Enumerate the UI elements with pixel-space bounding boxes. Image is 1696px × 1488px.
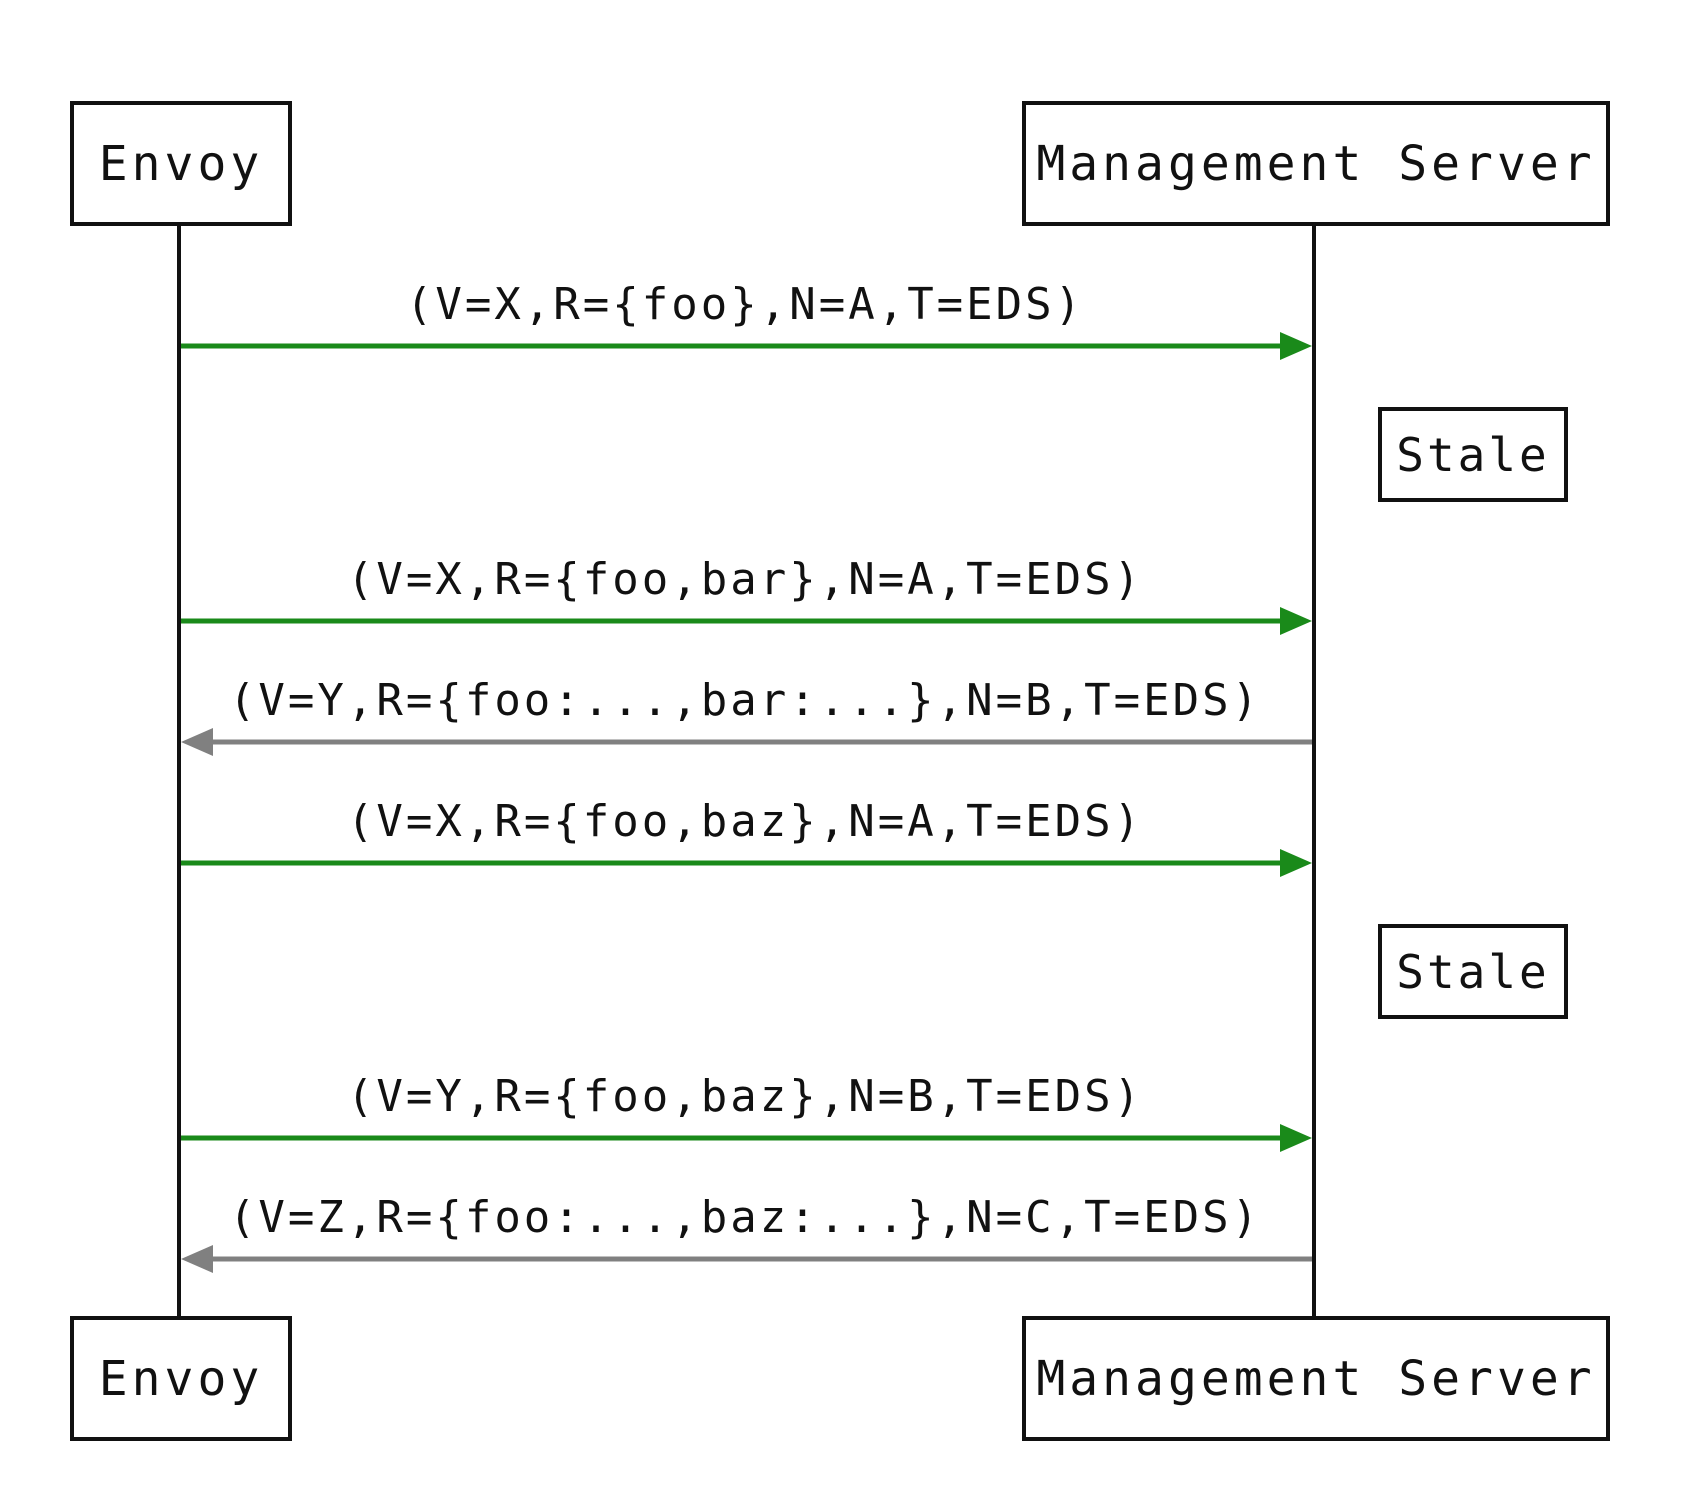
server-box-bottom: Management Server bbox=[1022, 1316, 1610, 1441]
message-arrows bbox=[181, 332, 1312, 1273]
arrowhead bbox=[181, 1245, 213, 1273]
message-label: (V=X,R={foo,bar},N=A,T=EDS) bbox=[346, 554, 1144, 605]
arrowhead bbox=[1280, 849, 1312, 877]
message-label: (V=X,R={foo,baz},N=A,T=EDS) bbox=[346, 796, 1144, 847]
arrowhead bbox=[181, 728, 213, 756]
arrowhead bbox=[1280, 1124, 1312, 1152]
message-label: (V=Z,R={foo:...,baz:...},N=C,T=EDS) bbox=[228, 1192, 1262, 1243]
message-label: (V=X,R={foo},N=A,T=EDS) bbox=[405, 279, 1085, 330]
arrowhead bbox=[1280, 332, 1312, 360]
stale-note: Stale bbox=[1378, 407, 1568, 502]
server-box-top: Management Server bbox=[1022, 101, 1610, 226]
stale-note: Stale bbox=[1378, 924, 1568, 1019]
envoy-box-bottom: Envoy bbox=[70, 1316, 292, 1441]
message-label: (V=Y,R={foo,baz},N=B,T=EDS) bbox=[346, 1071, 1144, 1122]
envoy-box-top: Envoy bbox=[70, 101, 292, 226]
message-label: (V=Y,R={foo:...,bar:...},N=B,T=EDS) bbox=[228, 675, 1262, 726]
arrowhead bbox=[1280, 607, 1312, 635]
